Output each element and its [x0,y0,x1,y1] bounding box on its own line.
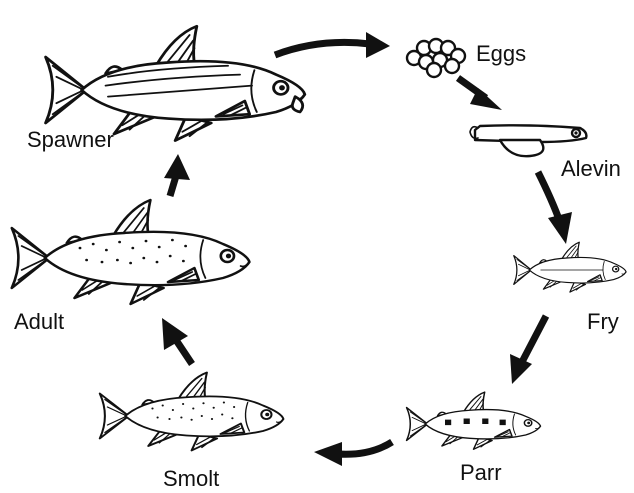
arrow-alevin-to-fry [538,172,572,244]
label-smolt: Smolt [163,466,219,491]
parr-illustration [407,392,541,449]
arrow-eggs-to-alevin [458,78,502,110]
arrow-adult-to-spawner [164,154,190,196]
arrow-fry-to-parr [510,316,546,384]
label-eggs: Eggs [476,41,526,66]
alevin-illustration [470,125,586,156]
arrow-spawner-to-eggs [275,32,390,58]
label-adult: Adult [14,309,64,334]
adult-illustration [12,200,250,304]
label-spawner: Spawner [27,127,114,152]
label-fry: Fry [587,309,619,334]
fry-illustration [514,242,626,292]
smolt-illustration [100,373,284,451]
spawner-fish-illustration [46,26,305,140]
label-parr: Parr [460,460,502,485]
eggs-illustration [407,39,465,77]
arrow-parr-to-smolt [314,442,392,466]
label-alevin: Alevin [561,156,621,181]
arrow-smolt-to-adult [162,318,192,364]
